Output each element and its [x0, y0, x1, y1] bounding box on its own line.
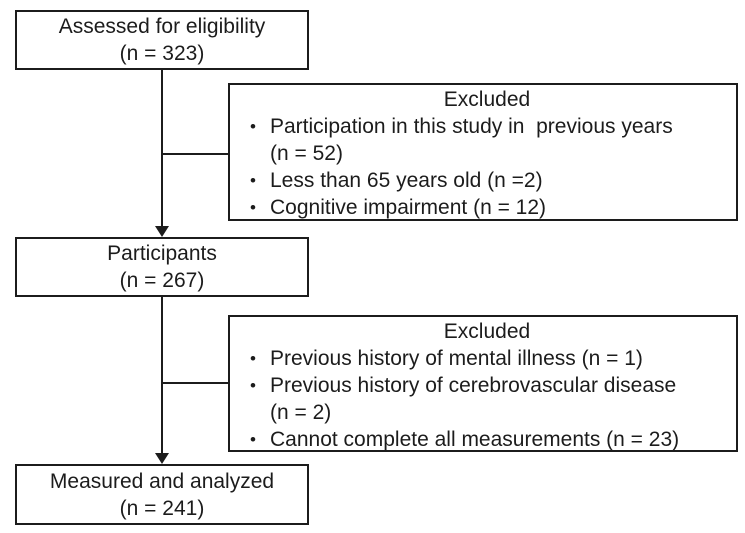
excluded-2-item-1-line-1: Previous history of mental illness (n = … [270, 347, 643, 370]
excluded-1-item-3: • Cognitive impairment (n = 12) [242, 194, 732, 221]
connector-vertical-1 [161, 69, 163, 227]
measured-line-1: Measured and analyzed [49, 469, 275, 493]
bullet-icon: • [250, 117, 256, 136]
bullet-icon: • [250, 376, 256, 395]
excluded-1-item-2-line-1: Less than 65 years old (n =2) [270, 169, 543, 192]
connector-vertical-2 [161, 296, 163, 454]
participants-line-1: Participants [107, 242, 217, 265]
bullet-icon: • [250, 430, 256, 449]
measured-count: (n = 241) [119, 496, 205, 520]
excluded-1-item-1-line-2: (n = 52) [270, 142, 343, 165]
excluded-2-item-1: • Previous history of mental illness (n … [242, 345, 732, 372]
arrowhead-down-1-icon [155, 226, 169, 237]
excluded-1-item-1-line-1: Participation in this study in previous … [270, 115, 673, 138]
participants-box: Participants (n = 267) [15, 237, 309, 297]
bullet-icon: • [250, 198, 256, 217]
excluded-1-item-3-line-1: Cognitive impairment (n = 12) [270, 196, 547, 219]
excluded-2-item-2-line-1: Previous history of cerebrovascular dise… [270, 374, 677, 397]
excluded-1-item-1: • Participation in this study in previou… [242, 113, 732, 167]
connector-branch-1 [161, 153, 228, 155]
excluded-1-title: Excluded [443, 88, 531, 111]
excluded-1-item-2: • Less than 65 years old (n =2) [242, 167, 732, 194]
bullet-icon: • [250, 171, 256, 190]
excluded-2-item-3: • Cannot complete all measurements (n = … [242, 426, 732, 453]
excluded-2-item-3-line-1: Cannot complete all measurements (n = 23… [270, 428, 680, 451]
bullet-icon: • [250, 349, 256, 368]
excluded-box-1: Excluded • Participation in this study i… [228, 83, 738, 221]
participants-count: (n = 267) [119, 269, 205, 292]
excluded-2-item-2: • Previous history of cerebrovascular di… [242, 372, 732, 426]
assessed-count: (n = 323) [119, 42, 205, 65]
arrowhead-down-2-icon [155, 453, 169, 464]
measured-and-analyzed-box: Measured and analyzed (n = 241) [15, 464, 309, 525]
assessed-for-eligibility-box: Assessed for eligibility (n = 323) [15, 10, 309, 70]
excluded-box-2: Excluded • Previous history of mental il… [228, 315, 738, 452]
excluded-2-item-2-line-2: (n = 2) [270, 401, 332, 424]
excluded-2-title: Excluded [443, 320, 531, 343]
connector-branch-2 [161, 382, 228, 384]
assessed-line-1: Assessed for eligibility [58, 15, 266, 38]
